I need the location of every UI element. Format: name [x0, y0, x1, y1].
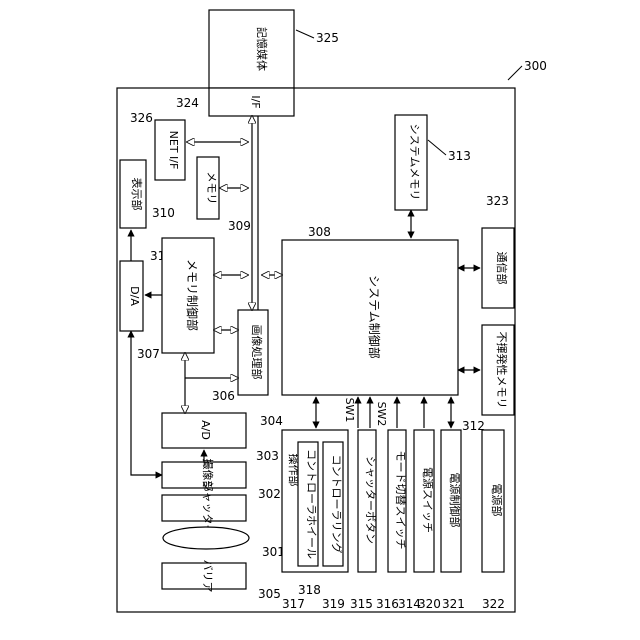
controller-wheel-label: コントローラホイール [305, 449, 318, 559]
communication-label: 通信部 [495, 252, 509, 285]
system-memory-ref: 313 [448, 149, 471, 163]
leader-325 [296, 30, 314, 38]
interface-label: I/F [249, 95, 262, 108]
da-label: D/A [128, 286, 141, 306]
display-label: 表示部 [130, 178, 144, 211]
ad-label: A/D [199, 420, 212, 440]
interface-ref: 324 [176, 96, 199, 110]
nonvolatile-memory-label: 不揮発性メモリ [495, 332, 509, 409]
barrier-ref: 305 [258, 587, 281, 601]
ref-316: 316 [376, 597, 399, 611]
mode-switch-label: モード切替スイッチ [394, 451, 408, 550]
device-ref: 300 [524, 59, 547, 73]
sw2-label: SW2 [375, 402, 388, 427]
system-memory-label: システムメモリ [408, 124, 421, 201]
controller-ring-ref: 319 [322, 597, 345, 611]
net-if-label: NET I/F [167, 131, 180, 170]
operation-ref: 317 [282, 597, 305, 611]
shutter-ref: 302 [258, 487, 281, 501]
image-processing-label: 画像処理部 [250, 325, 264, 380]
memory-control-label: メモリ制御部 [185, 259, 200, 331]
display-ref: 310 [152, 206, 175, 220]
memory-ref: 309 [228, 219, 251, 233]
barrier-label: バリア [201, 560, 214, 593]
power-control-label: 電源制御部 [448, 473, 462, 528]
power-supply-ref: 322 [482, 597, 505, 611]
controller-wheel-ref: 318 [298, 583, 321, 597]
image-processing-ref: 306 [212, 389, 235, 403]
power-supply-label: 電源部 [490, 484, 504, 517]
storage-medium-ref: 325 [316, 31, 339, 45]
sw1-label: SW1 [343, 398, 356, 423]
shutter-button-label: シャッターボタン [364, 456, 377, 544]
storage-medium-label: 記憶媒体 [255, 27, 269, 71]
power-switch-label: 電源スイッチ [421, 467, 435, 533]
leader-313 [428, 140, 446, 155]
storage-medium-block [209, 10, 294, 88]
memory-label: メモリ [205, 172, 218, 205]
system-control-label: システム制御部 [367, 275, 382, 359]
system-control-ref: 308 [308, 225, 331, 239]
communication-ref: 323 [486, 194, 509, 208]
ad-ref: 304 [260, 414, 283, 428]
imaging-ref: 303 [256, 449, 279, 463]
memory-control-ref: 307 [137, 347, 160, 361]
net-if-ref: 326 [130, 111, 153, 125]
power-control-ref: 321 [442, 597, 465, 611]
device-ref-leader [508, 66, 522, 80]
lens-shape [163, 527, 249, 549]
power-switch-ref: 320 [418, 597, 441, 611]
controller-ring-label: コントローラリング [330, 455, 344, 554]
shutter-button-ref: 315 [350, 597, 373, 611]
